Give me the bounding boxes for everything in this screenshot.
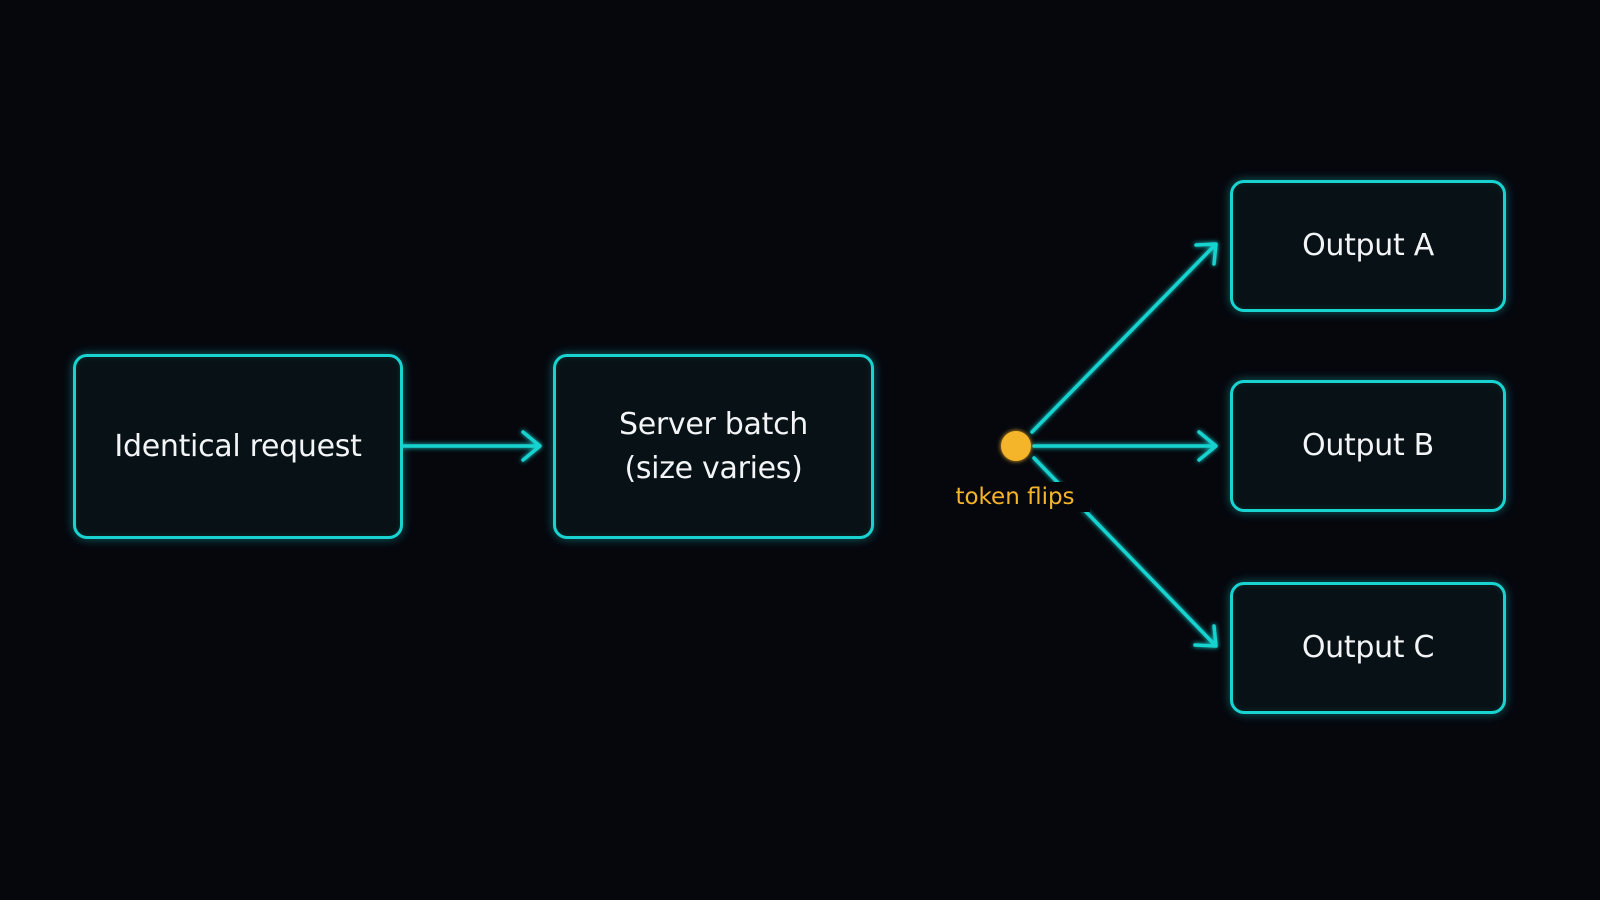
identical-request-node: Identical request xyxy=(73,354,403,539)
output-c-label: Output C xyxy=(1301,630,1435,665)
server-batch-node: Server batch (size varies) xyxy=(553,354,874,539)
token-flip-dot xyxy=(1001,431,1031,461)
arrow-request-to-batch xyxy=(401,430,542,462)
output-a-node: Output A xyxy=(1230,180,1506,312)
server-batch-label: Server batch (size varies) xyxy=(618,406,808,486)
identical-request-label: Identical request xyxy=(114,428,362,464)
output-b-label: Output B xyxy=(1302,428,1434,463)
token-flips-annotation: token flips xyxy=(940,482,1090,512)
arrow-to-output-a xyxy=(1030,242,1218,434)
output-c-node: Output C xyxy=(1230,582,1506,714)
output-a-label: Output A xyxy=(1302,228,1434,263)
arrow-to-output-b xyxy=(1032,430,1218,462)
output-b-node: Output B xyxy=(1230,380,1506,512)
